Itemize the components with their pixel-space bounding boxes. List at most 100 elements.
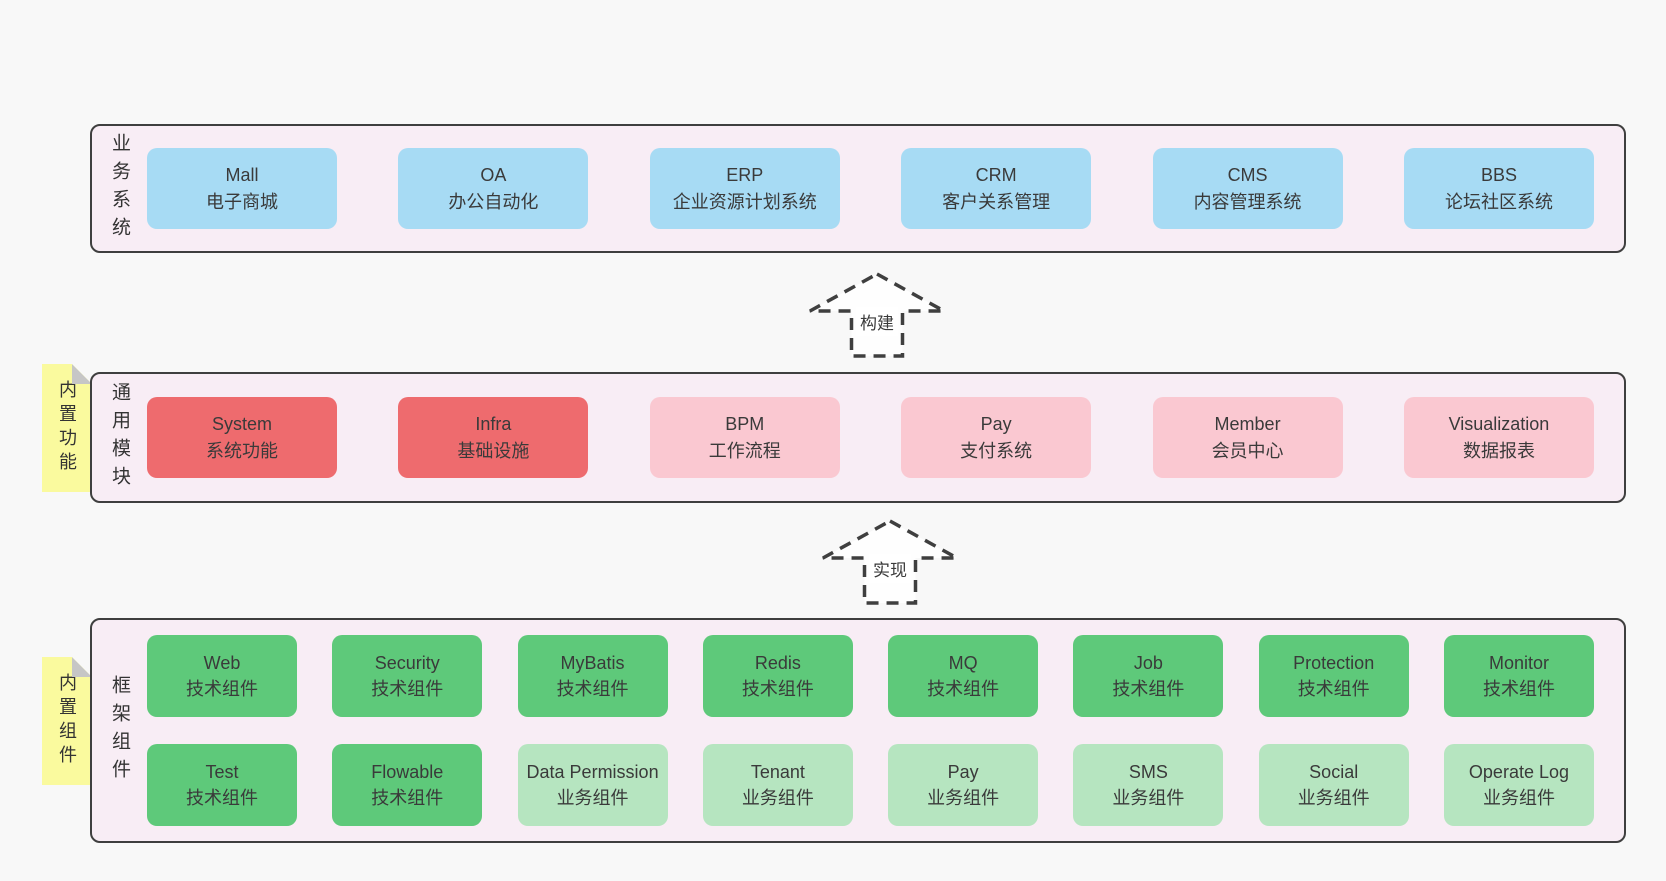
box-member: Member 会员中心 xyxy=(1152,397,1343,478)
box-name: Tenant xyxy=(750,761,805,782)
box-flowable: Flowable 技术组件 xyxy=(332,744,483,826)
box-monitor: Monitor 技术组件 xyxy=(1443,635,1594,717)
box-name: Infra xyxy=(475,414,512,435)
box-name: Flowable xyxy=(371,761,444,782)
box-name: Pay xyxy=(947,761,979,782)
box-desc: 内容管理系统 xyxy=(1193,191,1302,212)
box-job: Job 技术组件 xyxy=(1073,635,1224,717)
box-name: Protection xyxy=(1293,652,1375,673)
box-desc: 技术组件 xyxy=(186,679,258,699)
box-name: MyBatis xyxy=(560,652,625,673)
box-name: BPM xyxy=(725,414,765,435)
box-mq: MQ 技术组件 xyxy=(888,635,1039,717)
band-label-wrap: 框架组件 xyxy=(92,620,147,841)
box-visualization: Visualization 数据报表 xyxy=(1403,397,1594,478)
box-desc: 论坛社区系统 xyxy=(1444,191,1553,212)
box-desc: 会员中心 xyxy=(1211,440,1284,461)
arrow-build-label: 构建 xyxy=(856,307,898,336)
box-security: Security 技术组件 xyxy=(332,635,483,717)
box-name: ERP xyxy=(726,165,764,186)
box-name: System xyxy=(211,414,272,435)
box-mall: Mall 电子商城 xyxy=(147,148,337,229)
box-crm: CRM 客户关系管理 xyxy=(901,148,1092,229)
box-mybatis: MyBatis 技术组件 xyxy=(517,635,668,717)
band-label-wrap: 业务系统 xyxy=(92,126,147,251)
box-desc: 业务组件 xyxy=(741,788,814,808)
box-desc: 系统功能 xyxy=(206,440,278,461)
box-web: Web 技术组件 xyxy=(147,635,297,717)
box-name: Security xyxy=(374,652,440,673)
band-common-modules: 通用模块 System 系统功能 Infra 基础设施 BPM 工作流程 Pay… xyxy=(90,372,1626,503)
folded-corner-icon xyxy=(72,657,92,677)
box-desc: 业务组件 xyxy=(927,788,1000,808)
box-operate-log: Operate Log 业务组件 xyxy=(1443,744,1594,826)
band-label-wrap: 通用模块 xyxy=(92,374,147,501)
box-desc: 业务组件 xyxy=(1112,788,1185,808)
box-desc: 工作流程 xyxy=(708,440,781,461)
band-label-common-modules: 通用模块 xyxy=(109,381,130,494)
box-desc: 基础设施 xyxy=(457,440,530,461)
box-name: Operate Log xyxy=(1468,761,1569,782)
box-cms: CMS 内容管理系统 xyxy=(1152,148,1343,229)
band-boxes: System 系统功能 Infra 基础设施 BPM 工作流程 Pay 支付系统… xyxy=(147,374,1624,501)
box-social: Social 业务组件 xyxy=(1258,744,1409,826)
box-name: Pay xyxy=(980,414,1012,435)
box-desc: 电子商城 xyxy=(206,191,278,212)
box-desc: 技术组件 xyxy=(371,679,444,699)
sticky-note-label: 内置功能 xyxy=(57,380,77,476)
box-desc: 技术组件 xyxy=(186,788,258,808)
box-name: Social xyxy=(1309,761,1359,782)
box-name: Web xyxy=(203,652,241,673)
box-oa: OA 办公自动化 xyxy=(398,148,589,229)
box-desc: 业务组件 xyxy=(1297,788,1370,808)
box-name: Redis xyxy=(754,652,801,673)
box-name: OA xyxy=(480,165,507,186)
box-name: CMS xyxy=(1227,165,1268,186)
box-name: MQ xyxy=(948,652,978,673)
box-erp: ERP 企业资源计划系统 xyxy=(649,148,840,229)
box-pay-component: Pay 业务组件 xyxy=(888,744,1039,826)
sticky-note-builtin-components: 内置组件 xyxy=(42,657,92,785)
box-desc: 技术组件 xyxy=(927,679,1000,699)
box-name: BBS xyxy=(1480,165,1517,186)
arrow-implement: 实现 xyxy=(821,518,959,606)
box-desc: 技术组件 xyxy=(1112,679,1185,699)
box-desc: 企业资源计划系统 xyxy=(672,191,817,212)
box-name: Member xyxy=(1214,414,1281,435)
box-name: Data Permission xyxy=(526,761,659,782)
box-desc: 办公自动化 xyxy=(448,191,539,212)
box-desc: 数据报表 xyxy=(1462,440,1535,461)
folded-corner-icon xyxy=(72,364,92,384)
band-label-business-systems: 业务系统 xyxy=(109,132,130,245)
box-desc: 客户关系管理 xyxy=(942,191,1051,212)
box-desc: 业务组件 xyxy=(1482,788,1555,808)
box-test: Test 技术组件 xyxy=(147,744,297,826)
band-framework-components: 框架组件 Web 技术组件 Security 技术组件 MyBatis 技术组件… xyxy=(90,618,1626,843)
band-boxes: Web 技术组件 Security 技术组件 MyBatis 技术组件 Redi… xyxy=(147,620,1624,841)
box-desc: 业务组件 xyxy=(556,788,629,808)
box-bpm: BPM 工作流程 xyxy=(649,397,840,478)
box-pay-system: Pay 支付系统 xyxy=(901,397,1092,478)
box-bbs: BBS 论坛社区系统 xyxy=(1403,148,1594,229)
band-label-framework-components: 框架组件 xyxy=(109,674,130,787)
box-desc: 支付系统 xyxy=(960,440,1033,461)
box-desc: 技术组件 xyxy=(371,788,444,808)
arrow-build: 构建 xyxy=(808,271,946,359)
arrow-implement-label: 实现 xyxy=(869,554,911,583)
box-name: Visualization xyxy=(1448,414,1550,435)
box-name: Mall xyxy=(225,165,259,186)
box-infra: Infra 基础设施 xyxy=(398,397,589,478)
box-name: CRM xyxy=(975,165,1017,186)
box-desc: 技术组件 xyxy=(1297,679,1370,699)
band-business-systems: 业务系统 Mall 电子商城 OA 办公自动化 ERP 企业资源计划系统 CRM… xyxy=(90,124,1626,253)
sticky-note-label: 内置组件 xyxy=(57,673,77,769)
box-name: Test xyxy=(205,761,239,782)
box-data-permission: Data Permission 业务组件 xyxy=(517,744,668,826)
band-boxes: Mall 电子商城 OA 办公自动化 ERP 企业资源计划系统 CRM 客户关系… xyxy=(147,126,1624,251)
box-protection: Protection 技术组件 xyxy=(1258,635,1409,717)
box-name: SMS xyxy=(1128,761,1168,782)
box-name: Monitor xyxy=(1488,652,1549,673)
box-sms: SMS 业务组件 xyxy=(1073,744,1224,826)
box-desc: 技术组件 xyxy=(741,679,814,699)
